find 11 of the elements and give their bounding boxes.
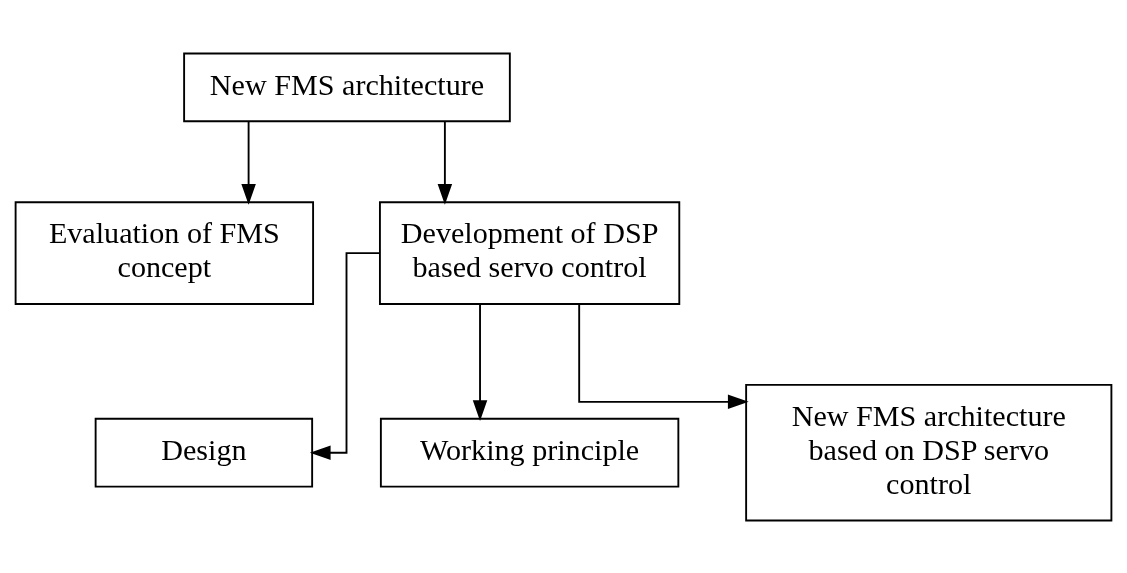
arrow: [578, 302, 749, 409]
arrow: [241, 120, 256, 205]
arrow: [309, 251, 381, 460]
node-box: New FMS architecture: [183, 52, 511, 122]
node-box: Design: [94, 417, 314, 487]
arrow: [437, 120, 453, 205]
node-box: Working principle: [379, 417, 680, 487]
arrow: [472, 302, 488, 421]
node-box: Development of DSP based servo control: [379, 200, 681, 305]
node-box: Evaluation of FMS concept: [14, 200, 315, 305]
node-box: New FMS architecture based on DSP servo control: [745, 383, 1113, 521]
